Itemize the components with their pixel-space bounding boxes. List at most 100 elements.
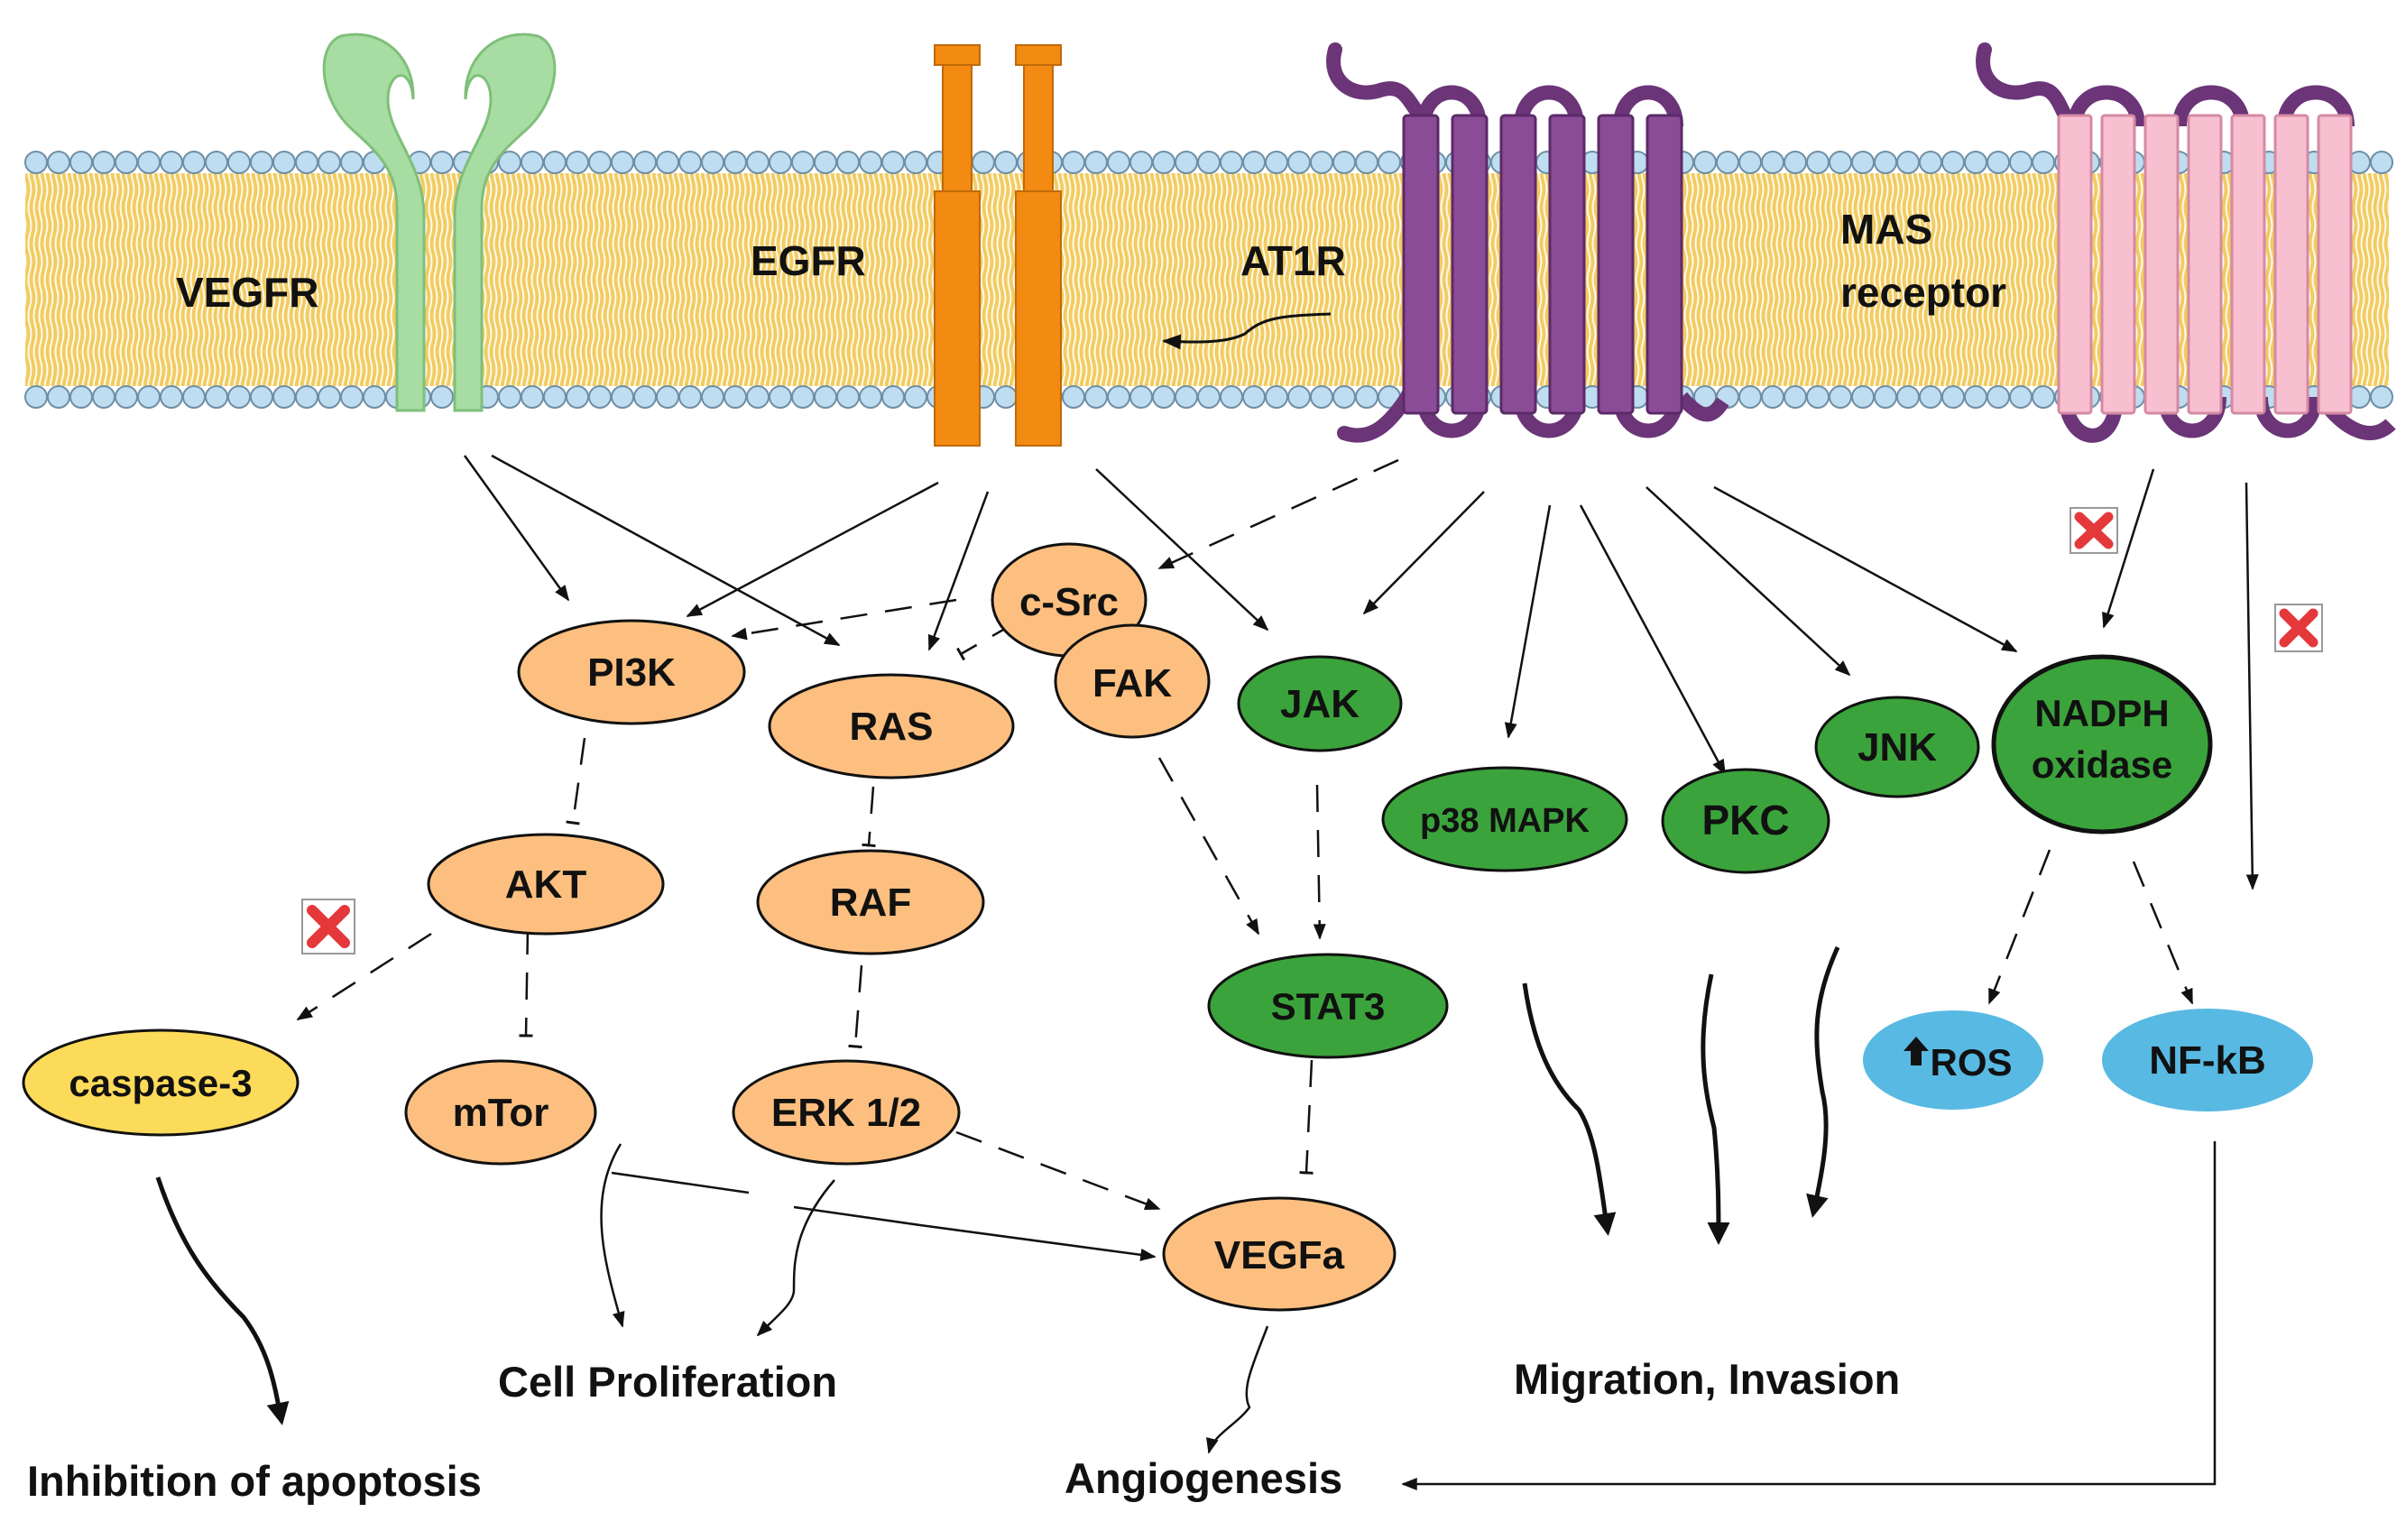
vegfr-receptor [322, 32, 557, 412]
lipid-head [521, 151, 544, 174]
lipid-head [115, 385, 138, 409]
lipid-head [1129, 385, 1153, 409]
up-arrow-icon [1904, 1037, 1929, 1065]
lipid-head [1851, 385, 1875, 409]
lipid-head [859, 385, 882, 409]
arrow-jnk-migration [1806, 945, 1840, 1218]
lipid-head [1716, 151, 1739, 174]
mas-label-line2: receptor [1840, 269, 2006, 316]
arrow-at1r-pkc [1579, 504, 1727, 776]
lipid-head [1941, 385, 1965, 409]
node-ros: ROS [1863, 1010, 2043, 1110]
node-stat3-label: STAT3 [1271, 985, 1386, 1028]
lipid-head [633, 151, 657, 174]
lipid-head [678, 385, 702, 409]
lipid-head [137, 385, 161, 409]
mas-receptor [1976, 42, 2396, 443]
arrow-at1r-csrc [1157, 458, 1399, 570]
arrow-mas-nadph [2102, 468, 2155, 629]
lipid-head [1084, 385, 1108, 409]
signaling-nodes: PI3K RAS c-Src FAK JAK AKT RAF STAT3 cas… [22, 542, 2313, 1312]
red-x-icon [2274, 604, 2323, 652]
node-nadph-label-line1: NADPH [2034, 692, 2169, 734]
cell-membrane [24, 151, 2393, 409]
lipid-head [47, 151, 70, 174]
lipid-head [2370, 385, 2393, 409]
lipid-head [24, 151, 48, 174]
lipid-head [972, 151, 995, 174]
arrow-mas-nfkb [2245, 482, 2259, 890]
at1r-receptor [1326, 42, 1729, 443]
lipid-head [1874, 385, 1897, 409]
outcome-apoptosis: Inhibition of apoptosis [27, 1457, 482, 1505]
lipid-head [746, 385, 770, 409]
lipid-head [1919, 151, 1942, 174]
lipid-head [1220, 385, 1243, 409]
lipid-head [1265, 151, 1288, 174]
lipid-tails [25, 173, 2389, 386]
lipid-head [205, 151, 228, 174]
lipid-head [1896, 385, 1920, 409]
lipid-head [24, 385, 48, 409]
node-nadph-label-line2: oxidase [2032, 743, 2172, 786]
lipid-head [250, 151, 273, 174]
lipid-head [1062, 151, 1085, 174]
lipid-head [92, 151, 115, 174]
outcome-angiogenesis: Angiogenesis [1065, 1454, 1342, 1502]
lipid-head [1175, 385, 1198, 409]
lipid-head [2370, 151, 2393, 174]
lipid-head [498, 385, 521, 409]
lipid-head [994, 151, 1018, 174]
lipid-head [566, 151, 589, 174]
arrow-egfr-jak [1095, 468, 1269, 632]
node-jak: JAK [1237, 655, 1403, 752]
arrow-caspase-apoptosis [155, 1176, 290, 1425]
node-jnk: JNK [1814, 696, 1980, 798]
lipid-head [881, 151, 905, 174]
lipid-head [318, 151, 341, 174]
lipid-head [1332, 151, 1356, 174]
node-nfkb-label: NF-kB [2149, 1038, 2266, 1083]
lipid-head [1761, 385, 1784, 409]
node-vegfa-label: VEGFa [1214, 1233, 1345, 1277]
lipid-head [1693, 151, 1717, 174]
lipid-head [791, 151, 815, 174]
lipid-head [160, 385, 183, 409]
lipid-head [1919, 385, 1942, 409]
lipid-head [1107, 385, 1130, 409]
node-erk-label: ERK 1/2 [771, 1091, 921, 1135]
arrow-csrc-pi3k [731, 598, 957, 641]
arrow-fak-stat3 [1157, 757, 1260, 936]
lipid-head [791, 385, 815, 409]
lipid-head [678, 151, 702, 174]
red-x-icon [301, 899, 355, 954]
lipid-head [769, 151, 792, 174]
lipid-head [859, 151, 882, 174]
solid-arrows [463, 454, 2259, 1490]
lipid-head [318, 385, 341, 409]
lipid-head [182, 151, 206, 174]
lipid-head [656, 385, 679, 409]
lipid-head [1062, 385, 1085, 409]
node-mtor: mTor [404, 1059, 597, 1166]
lipid-head [701, 385, 724, 409]
lipid-head [1152, 151, 1175, 174]
arrow-erk-proliferation [756, 1179, 835, 1337]
lipid-head [1851, 151, 1875, 174]
lipid-head [1896, 151, 1920, 174]
node-caspase3-label: caspase-3 [69, 1062, 252, 1104]
lipid-head [588, 385, 612, 409]
arrow-akt-mtor [519, 927, 533, 1037]
lipid-head [1265, 385, 1288, 409]
arrow-vegfr-pi3k [463, 455, 570, 602]
lipid-head [205, 385, 228, 409]
lipid-head [1310, 385, 1333, 409]
arrow-pi3k-akt [566, 737, 586, 825]
arrow-stat3-vegfa [1299, 1059, 1314, 1175]
lipid-head [1964, 385, 1987, 409]
red-x-icon [2070, 507, 2118, 554]
thick-arrows [155, 945, 1840, 1425]
lipid-head [543, 151, 567, 174]
lipid-head [1152, 385, 1175, 409]
